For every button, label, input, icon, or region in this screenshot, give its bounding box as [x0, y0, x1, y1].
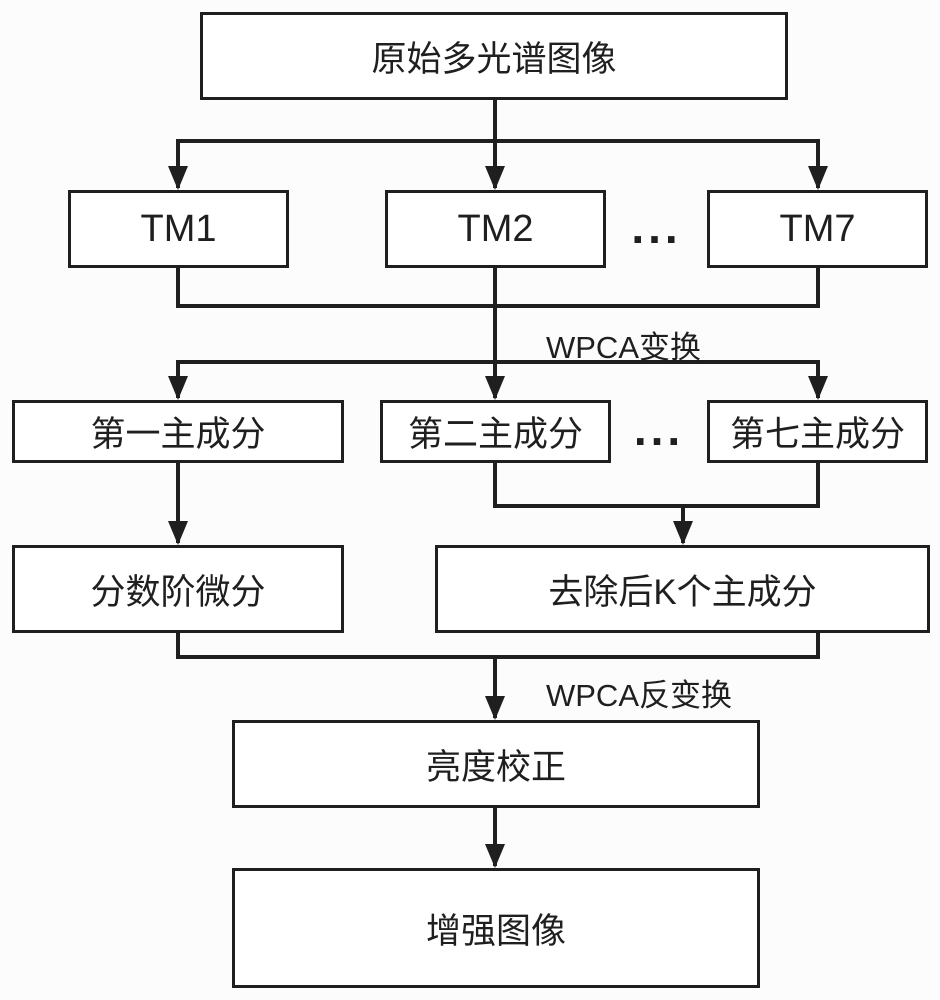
arrowhead-icon — [485, 696, 505, 720]
node-label: 分数阶微分 — [90, 572, 266, 612]
edge-label-text: WPCA反变换 — [546, 678, 732, 713]
arrowhead-icon — [168, 376, 188, 400]
node-fractional-order-differentiation: 分数阶微分 — [12, 545, 344, 633]
node-enhanced-image: 增强图像 — [232, 868, 760, 988]
node-remove-last-k-principal-components: 去除后K个主成分 — [435, 545, 930, 633]
node-label: 增强图像 — [425, 911, 566, 951]
node-original-multispectral-image: 原始多光谱图像 — [200, 12, 788, 100]
node-tm1: TM1 — [68, 190, 289, 268]
node-label: 第七主成分 — [729, 415, 905, 454]
node-label: 原始多光谱图像 — [371, 39, 617, 79]
node-brightness-correction: 亮度校正 — [232, 720, 760, 808]
node-label: 第二主成分 — [407, 415, 583, 454]
edge-label-text: WPCA变换 — [546, 330, 701, 365]
node-label: TM7 — [779, 207, 856, 250]
ellipsis-principal-components: ... — [611, 398, 707, 460]
arrowhead-icon — [485, 844, 505, 868]
node-second-principal-component: 第二主成分 — [380, 400, 611, 463]
ellipsis-text: ... — [631, 201, 682, 253]
arrowhead-icon — [168, 521, 188, 545]
arrowhead-icon — [808, 376, 828, 400]
arrowhead-icon — [808, 166, 828, 190]
arrowhead-icon — [168, 166, 188, 190]
arrowhead-icon — [485, 376, 505, 400]
node-label: 第一主成分 — [90, 415, 266, 454]
edge-label-wpca-inverse-transform: WPCA反变换 — [546, 670, 732, 715]
node-first-principal-component: 第一主成分 — [12, 400, 344, 463]
node-label: TM2 — [457, 207, 534, 250]
ellipsis-text: ... — [633, 403, 685, 455]
node-label: TM1 — [140, 207, 217, 250]
node-label: 去除后K个主成分 — [548, 572, 817, 612]
node-seventh-principal-component: 第七主成分 — [707, 400, 928, 463]
arrowhead-icon — [485, 166, 505, 190]
ellipsis-tm-bands: ... — [606, 190, 707, 264]
arrowhead-icon — [673, 521, 693, 545]
node-label: 亮度校正 — [425, 747, 566, 787]
node-tm7: TM7 — [707, 190, 928, 268]
edge-label-wpca-transform: WPCA变换 — [546, 322, 701, 367]
node-tm2: TM2 — [385, 190, 606, 268]
